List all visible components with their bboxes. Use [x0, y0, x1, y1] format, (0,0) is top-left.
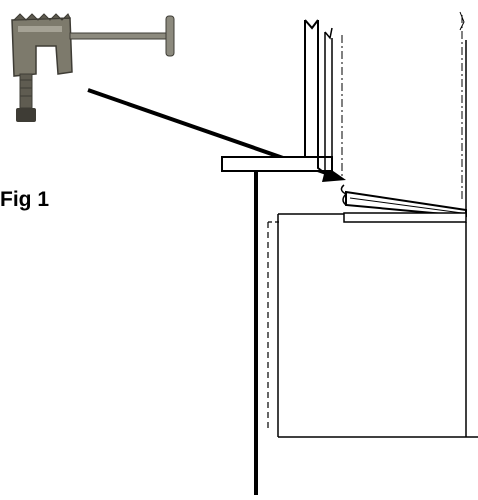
upright-panel: [304, 19, 343, 181]
countertop-ledge: [221, 156, 333, 172]
figure-label: Fig 1: [0, 188, 50, 211]
right-upright: [459, 11, 467, 212]
c-clamp-icon: [11, 13, 175, 122]
cabinet-box: [267, 213, 478, 438]
top-rail: [343, 212, 467, 223]
sloped-sill: [340, 184, 467, 218]
